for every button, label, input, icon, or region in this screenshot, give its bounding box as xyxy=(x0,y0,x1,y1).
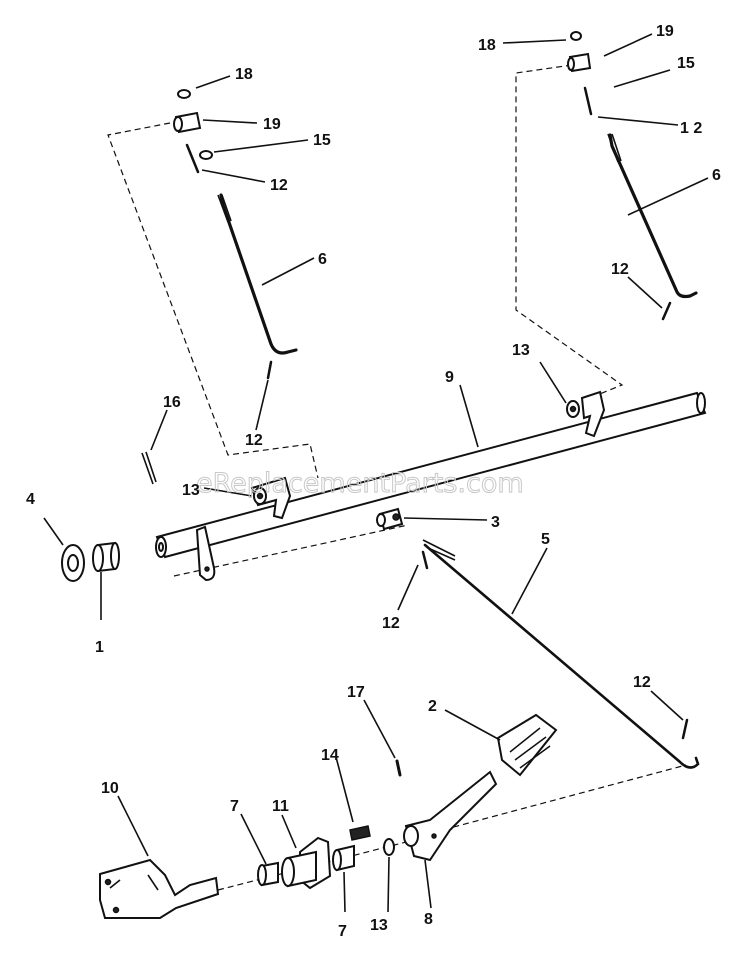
label-19-left: 19 xyxy=(263,116,281,133)
left-rod-assembly xyxy=(173,89,298,380)
label-11: 11 xyxy=(272,798,289,815)
label-7-left: 7 xyxy=(230,798,239,815)
label-12-right-top: 1 2 xyxy=(680,120,702,137)
label-3: 3 xyxy=(491,514,500,531)
cross-shaft xyxy=(155,391,707,559)
bushing-7-left xyxy=(257,861,279,887)
label-12-left-top: 12 xyxy=(270,177,288,194)
pedal-shaft-10 xyxy=(99,858,220,919)
label-6-left: 6 xyxy=(318,251,327,268)
part-labels: 18 19 15 12 6 12 16 13 4 1 9 13 18 19 15… xyxy=(26,23,721,940)
shaft-bracket-left xyxy=(250,476,292,520)
label-9: 9 xyxy=(445,369,454,386)
label-13-left: 13 xyxy=(182,482,200,499)
label-16: 16 xyxy=(163,394,181,411)
label-15-right: 15 xyxy=(677,55,695,72)
leader-lines xyxy=(43,33,709,913)
washer-13-lower xyxy=(383,838,395,856)
shaft-bracket-right xyxy=(566,390,606,438)
label-17: 17 xyxy=(347,684,365,701)
label-4: 4 xyxy=(26,491,35,508)
label-12-link: 12 xyxy=(382,615,400,632)
pin-17 xyxy=(395,759,402,777)
bushing-7-right xyxy=(332,844,355,872)
label-1: 1 xyxy=(95,639,104,656)
label-13-lower: 13 xyxy=(370,917,388,934)
right-rod-assembly xyxy=(567,31,698,321)
label-2: 2 xyxy=(428,698,437,715)
label-12-right-bottom: 12 xyxy=(611,261,629,278)
bushing-1 xyxy=(92,541,120,573)
label-12-link-end: 12 xyxy=(633,674,651,691)
label-15-left: 15 xyxy=(313,132,331,149)
label-10: 10 xyxy=(101,780,119,797)
label-8: 8 xyxy=(424,911,433,928)
label-13-right: 13 xyxy=(512,342,530,359)
pedal-pad-2 xyxy=(496,713,558,777)
label-12-left-bottom: 12 xyxy=(245,432,263,449)
watermark-text: eReplacementParts.com xyxy=(196,468,524,499)
label-19-right: 19 xyxy=(656,23,674,40)
label-14: 14 xyxy=(321,747,339,764)
label-18-right: 18 xyxy=(478,37,496,54)
label-5: 5 xyxy=(541,531,550,548)
label-6-right: 6 xyxy=(712,167,721,184)
cotter-pin-16 xyxy=(141,451,157,485)
label-7-right: 7 xyxy=(338,923,347,940)
pedal-arm-8 xyxy=(403,770,498,862)
bolt-14 xyxy=(349,825,371,841)
shaft-lower-bracket xyxy=(195,525,216,582)
link-rod-5 xyxy=(376,507,700,769)
bearing-flange-11 xyxy=(281,836,332,890)
label-18-left: 18 xyxy=(235,66,253,83)
washer-4 xyxy=(61,544,85,582)
